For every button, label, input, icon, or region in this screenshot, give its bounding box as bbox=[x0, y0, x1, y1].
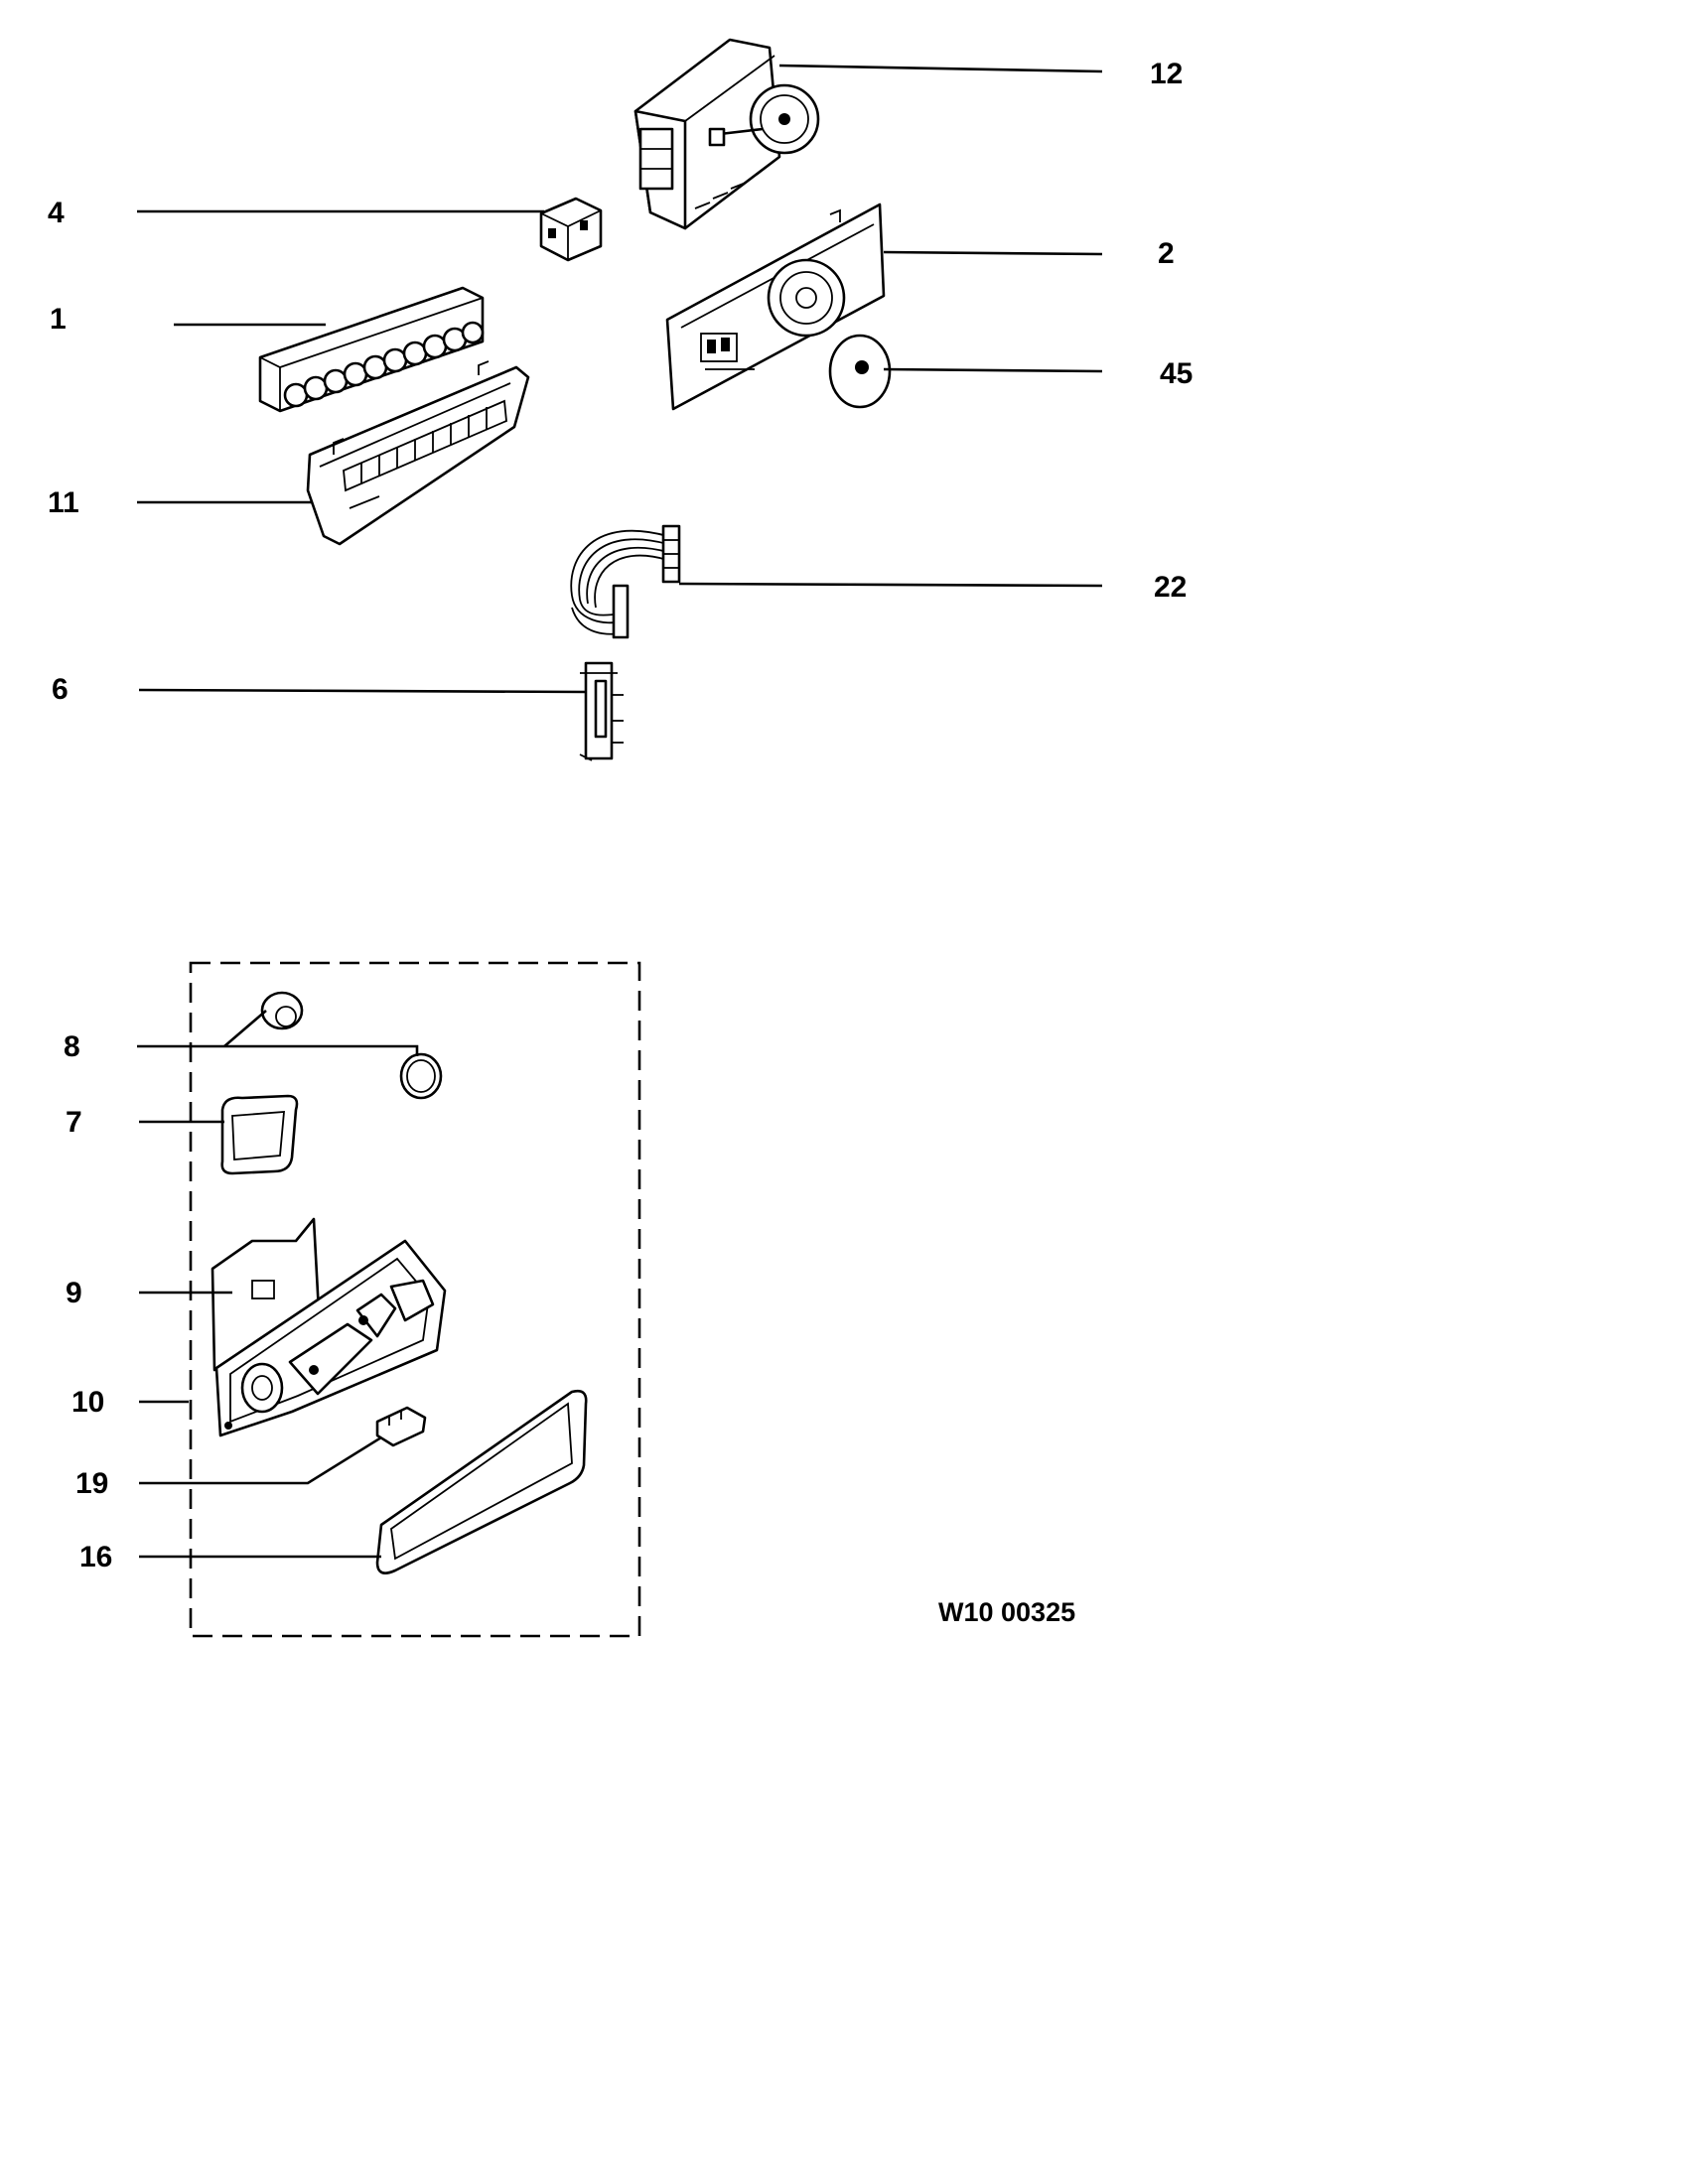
callout-9: 9 bbox=[66, 1277, 82, 1309]
part-7-gasket bbox=[220, 1094, 299, 1175]
part-19-clip bbox=[375, 1406, 427, 1447]
callout-2: 2 bbox=[1158, 237, 1175, 270]
part-11-button-fascia bbox=[306, 360, 530, 546]
drawing-code: W10 00325 bbox=[938, 1597, 1075, 1627]
callout-45: 45 bbox=[1160, 357, 1193, 390]
callout-1: 1 bbox=[50, 303, 67, 336]
part-16-large-gasket bbox=[375, 1389, 588, 1574]
part-9-10-door-lock-assembly bbox=[211, 1217, 447, 1437]
callout-8: 8 bbox=[64, 1030, 80, 1063]
part-4-switch bbox=[539, 197, 603, 262]
callout-22: 22 bbox=[1154, 571, 1187, 604]
part-12-timer bbox=[633, 38, 820, 230]
callout-11: 11 bbox=[48, 486, 79, 519]
leader-6 bbox=[138, 688, 587, 694]
leader-19 bbox=[139, 1435, 382, 1485]
callout-6: 6 bbox=[52, 673, 69, 706]
leader-22 bbox=[678, 582, 1103, 588]
callout-12: 12 bbox=[1150, 58, 1183, 90]
callout-10: 10 bbox=[71, 1386, 104, 1419]
leader-8b bbox=[137, 1044, 419, 1056]
part-22-wire-harness bbox=[570, 524, 681, 639]
kit-boundary bbox=[189, 961, 641, 1638]
callout-16: 16 bbox=[79, 1541, 112, 1573]
part-8-knob-and-ring bbox=[260, 991, 443, 1100]
callout-7: 7 bbox=[66, 1106, 82, 1139]
leader-8a bbox=[223, 1010, 267, 1047]
part-45-knob bbox=[828, 334, 892, 409]
leader-45 bbox=[883, 367, 1103, 373]
leader-2 bbox=[883, 250, 1103, 256]
part-6-door-switch bbox=[579, 661, 624, 761]
callout-19: 19 bbox=[75, 1467, 108, 1500]
callout-4: 4 bbox=[48, 197, 65, 229]
part-2-control-panel bbox=[665, 203, 886, 411]
part-1-switch-bank bbox=[258, 286, 485, 413]
leader-12 bbox=[778, 64, 1103, 73]
